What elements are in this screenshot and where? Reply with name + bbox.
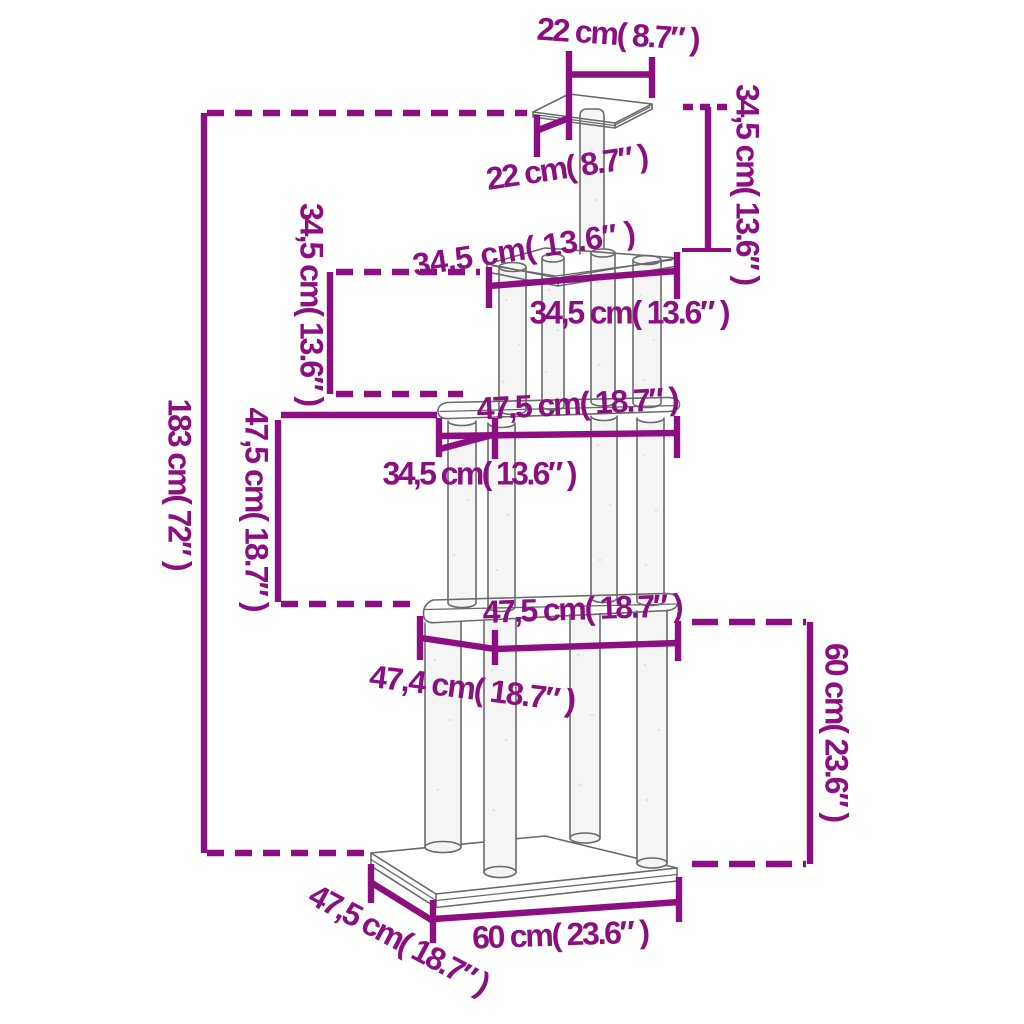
svg-text:34,5 cm( 13.6″ ): 34,5 cm( 13.6″ ) [730,84,766,286]
svg-text:34,5 cm( 13.6″ ): 34,5 cm( 13.6″ ) [383,456,578,492]
svg-text:34,5 cm( 13.6″ ): 34,5 cm( 13.6″ ) [530,295,731,331]
svg-text:60 cm( 23.6″ ): 60 cm( 23.6″ ) [819,643,855,823]
svg-text:60 cm( 23.6″ ): 60 cm( 23.6″ ) [471,913,650,955]
svg-text:183 cm( 72″ ): 183 cm( 72″ ) [162,399,198,572]
svg-text:34,5 cm( 13.6″ ): 34,5 cm( 13.6″ ) [294,203,330,407]
svg-text:47,5 cm( 18.7″ ): 47,5 cm( 18.7″ ) [482,587,684,630]
svg-text:47,5 cm( 18.7″ ): 47,5 cm( 18.7″ ) [239,408,275,613]
